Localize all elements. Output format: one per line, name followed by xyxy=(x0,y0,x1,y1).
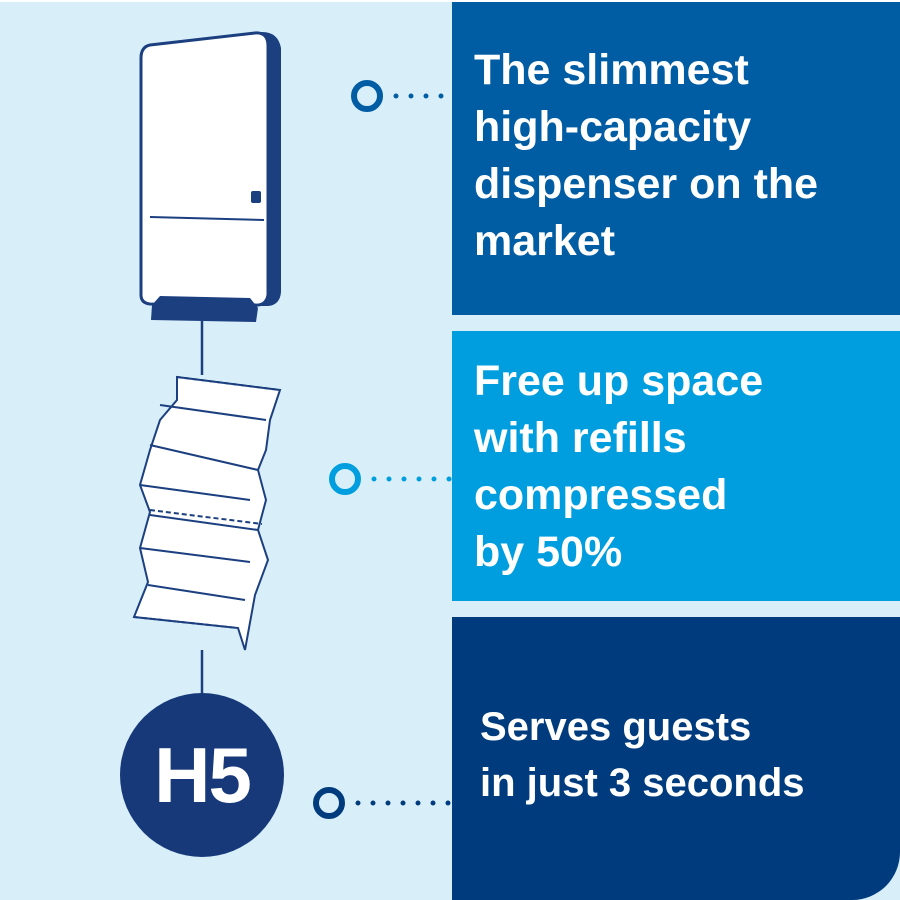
feature-text: with refills xyxy=(474,414,687,462)
feature-text: dispenser on the xyxy=(474,160,819,208)
bullet-connector-2 xyxy=(329,463,455,495)
circle-icon xyxy=(329,463,361,495)
folded-towel-icon xyxy=(132,375,282,651)
bullet-connector-3 xyxy=(313,787,455,819)
feature-panel-compressed: Free up space with refills compressed by… xyxy=(452,331,900,601)
feature-panel-slim: The slimmest high-capacity dispenser on … xyxy=(452,2,900,315)
circle-icon xyxy=(313,787,345,819)
feature-text: compressed xyxy=(474,471,728,519)
feature-text: Free up space xyxy=(474,357,764,405)
feature-text: high-capacity xyxy=(474,103,752,151)
feature-text: market xyxy=(474,217,616,265)
feature-text: by 50% xyxy=(474,528,623,576)
bullet-connector-1 xyxy=(351,80,455,112)
dispenser-icon xyxy=(139,31,281,322)
h5-badge: H5 xyxy=(120,693,284,857)
feature-text: in just 3 seconds xyxy=(480,761,805,805)
feature-text: The slimmest xyxy=(474,46,749,94)
feature-panel-speed: Serves guests in just 3 seconds xyxy=(452,617,900,900)
feature-text: Serves guests xyxy=(480,705,752,749)
circle-icon xyxy=(351,80,383,112)
